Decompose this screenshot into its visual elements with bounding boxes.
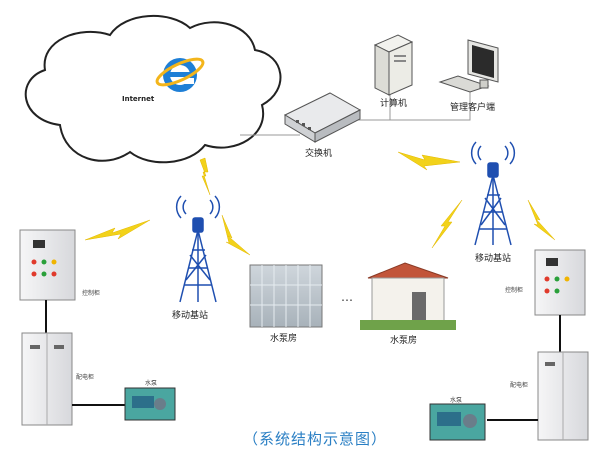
- distribution-cabinet-left: [21, 332, 73, 426]
- wireless-links: [84, 151, 556, 256]
- pump-house-left: [249, 264, 323, 328]
- cabinet-left-small-label: 控制柜: [82, 290, 101, 297]
- cabinet-left-large-label: 配电柜: [76, 374, 95, 381]
- cell-tower-right: [470, 141, 516, 246]
- pump-house-left-label: 水泵房: [270, 334, 298, 344]
- client-label: 管理客户端: [450, 103, 496, 113]
- switch: [283, 92, 362, 143]
- tower-right-label: 移动基站: [475, 254, 512, 264]
- control-cabinet-left: [19, 229, 76, 301]
- computer-label: 计算机: [380, 99, 408, 109]
- control-cabinet-right: [534, 249, 586, 316]
- lan-lines: [240, 85, 471, 136]
- pump-house-right-label: 水泵房: [390, 336, 418, 346]
- internet-label: Internet: [122, 95, 155, 103]
- cabinet-right-large-label: 配电柜: [510, 382, 529, 389]
- pump-photo-left: [124, 387, 176, 421]
- tower-left-label: 移动基站: [172, 311, 209, 321]
- ellipsis: …: [341, 290, 355, 304]
- switch-label: 交换机: [305, 149, 333, 159]
- internet-cloud: [24, 15, 282, 164]
- pump-right-label: 水泵: [450, 397, 463, 404]
- distribution-cabinet-right: [537, 351, 589, 441]
- internet-explorer-icon: [155, 57, 205, 92]
- pump-left-label: 水泵: [145, 380, 158, 387]
- pump-photo-right: [429, 403, 486, 441]
- cell-tower-left: [175, 195, 221, 303]
- computer-icon: [373, 34, 414, 96]
- client-monitor-icon: [438, 39, 499, 93]
- cabinet-right-small-label: 控制柜: [505, 287, 524, 294]
- diagram-caption: （系统结构示意图）: [243, 430, 388, 448]
- pump-house-right: [360, 262, 456, 330]
